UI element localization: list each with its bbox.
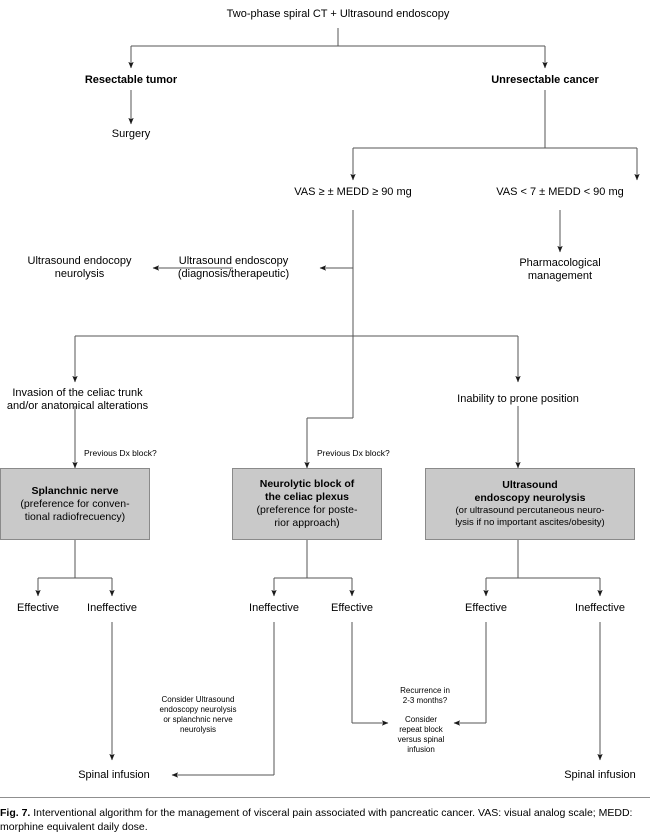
node-pharmacological-line1: Pharmacological bbox=[519, 257, 601, 269]
outcome-splanchnic-ineffective-label: Ineffective bbox=[87, 602, 137, 614]
node-resectable-tumor-label: Resectable tumor bbox=[84, 74, 178, 86]
node-ultrasound-neurolysis-line1: Ultrasound endocopy bbox=[27, 255, 132, 267]
node-unresectable-cancer: Unresectable cancer bbox=[465, 74, 625, 87]
note-recurrence: Recurrence in 2-3 months? bbox=[378, 676, 472, 706]
node-invasion-line2: and/or anatomical alterations bbox=[6, 400, 149, 412]
node-pharmacological-line2: management bbox=[527, 270, 593, 282]
caption-divider bbox=[0, 797, 650, 798]
node-ultrasound-endoscopy-line1: Ultrasound endoscopy bbox=[178, 255, 289, 267]
node-root: Two-phase spiral CT + Ultrasound endosco… bbox=[188, 8, 488, 21]
box-neurolytic-body: (preference for poste- rior approach) bbox=[256, 504, 358, 529]
node-invasion-line1: Invasion of the celiac trunk bbox=[12, 387, 143, 399]
note-recurrence-text: Recurrence in 2-3 months? bbox=[400, 686, 450, 705]
node-inability-prone-position: Inability to prone position bbox=[433, 393, 603, 406]
box-usneuro-body: (or ultrasound percutaneous neuro- lysis… bbox=[455, 505, 605, 528]
box-splanchnic-heading: Splanchnic nerve bbox=[31, 484, 119, 497]
outcome-neurolytic-ineffective: Ineffective bbox=[229, 602, 319, 615]
label-previous-dx-block-left: Previous Dx block? bbox=[84, 448, 194, 459]
node-unresectable-cancer-label: Unresectable cancer bbox=[491, 74, 599, 86]
label-previous-dx-mid-text: Previous Dx block? bbox=[317, 448, 390, 458]
outcome-neurolytic-effective: Effective bbox=[312, 602, 392, 615]
outcome-usneuro-ineffective: Ineffective bbox=[555, 602, 645, 615]
node-vas-high-label: VAS ≥ ± MEDD ≥ 90 mg bbox=[294, 186, 412, 198]
box-neurolytic-celiac-plexus[interactable]: Neurolytic block of the celiac plexus (p… bbox=[232, 468, 382, 540]
terminal-spinal-infusion-right-label: Spinal infusion bbox=[564, 769, 636, 781]
figure-caption-text: Interventional algorithm for the managem… bbox=[0, 807, 633, 833]
node-surgery-label: Surgery bbox=[111, 128, 151, 140]
node-vas-low-label: VAS < 7 ± MEDD < 90 mg bbox=[496, 186, 624, 198]
outcome-usneuro-ineffective-label: Ineffective bbox=[575, 602, 625, 614]
figure-caption: Fig. 7. Interventional algorithm for the… bbox=[0, 797, 650, 834]
node-surgery: Surgery bbox=[81, 128, 181, 141]
outcome-neurolytic-effective-label: Effective bbox=[331, 602, 373, 614]
label-previous-dx-left-text: Previous Dx block? bbox=[84, 448, 157, 458]
outcome-splanchnic-effective: Effective bbox=[0, 602, 78, 615]
terminal-spinal-infusion-left-label: Spinal infusion bbox=[78, 769, 150, 781]
note-consider-repeat-text: Consider repeat block versus spinal infu… bbox=[397, 715, 445, 754]
box-ultrasound-endoscopy-neurolysis[interactable]: Ultrasound endoscopy neurolysis (or ultr… bbox=[425, 468, 635, 540]
box-splanchnic-nerve[interactable]: Splanchnic nerve (preference for conven-… bbox=[0, 468, 150, 540]
node-ultrasound-endoscopy-neurolysis: Ultrasound endocopy neurolysis bbox=[12, 255, 147, 281]
outcome-usneuro-effective-label: Effective bbox=[465, 602, 507, 614]
note-consider-repeat-block: Consider repeat block versus spinal infu… bbox=[388, 705, 454, 755]
figure-number: Fig. 7. bbox=[0, 807, 31, 819]
label-previous-dx-block-mid: Previous Dx block? bbox=[317, 448, 427, 459]
node-invasion-celiac-trunk: Invasion of the celiac trunk and/or anat… bbox=[0, 387, 155, 413]
terminal-spinal-infusion-right: Spinal infusion bbox=[548, 769, 650, 782]
node-inability-label: Inability to prone position bbox=[457, 393, 579, 405]
terminal-spinal-infusion-left: Spinal infusion bbox=[62, 769, 166, 782]
node-vas-high: VAS ≥ ± MEDD ≥ 90 mg bbox=[263, 186, 443, 199]
node-pharmacological-management: Pharmacological management bbox=[490, 257, 630, 283]
box-usneuro-heading: Ultrasound endoscopy neurolysis bbox=[474, 479, 586, 504]
outcome-neurolytic-ineffective-label: Ineffective bbox=[249, 602, 299, 614]
outcome-splanchnic-ineffective: Ineffective bbox=[67, 602, 157, 615]
node-vas-low: VAS < 7 ± MEDD < 90 mg bbox=[470, 186, 650, 199]
box-splanchnic-body: (preference for conven- tional radiofrec… bbox=[20, 497, 130, 523]
note-consider-alternative-text: Consider Ultrasound endoscopy neurolysis… bbox=[159, 695, 237, 734]
node-root-label: Two-phase spiral CT + Ultrasound endosco… bbox=[226, 8, 450, 20]
node-ultrasound-neurolysis-line2: neurolysis bbox=[54, 268, 105, 280]
node-ultrasound-endoscopy-line2: (diagnosis/therapeutic) bbox=[177, 268, 290, 280]
node-resectable-tumor: Resectable tumor bbox=[51, 74, 211, 87]
box-neurolytic-heading: Neurolytic block of the celiac plexus bbox=[259, 478, 355, 503]
note-consider-alternative: Consider Ultrasound endoscopy neurolysis… bbox=[143, 685, 253, 735]
flowchart-canvas: Two-phase spiral CT + Ultrasound endosco… bbox=[0, 8, 650, 782]
outcome-usneuro-effective: Effective bbox=[446, 602, 526, 615]
node-ultrasound-endoscopy: Ultrasound endoscopy (diagnosis/therapeu… bbox=[166, 255, 301, 281]
outcome-splanchnic-effective-label: Effective bbox=[17, 602, 59, 614]
